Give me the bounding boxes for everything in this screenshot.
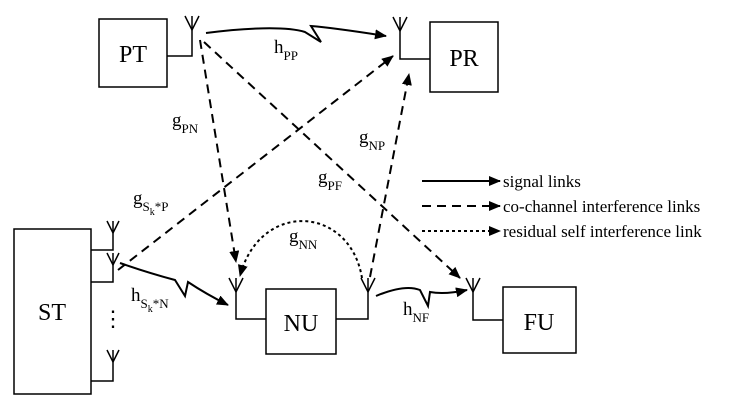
st-label: ST [38,300,66,326]
st-box [13,228,92,395]
fu-label: FU [524,310,555,336]
link-g-pf [203,41,461,279]
nu-rx-antenna-icon [228,277,266,320]
legend-self-interference: residual self interference link [422,222,702,241]
legend-signal-label: signal links [503,172,581,191]
legend-self-interference-label: residual self interference link [503,222,702,241]
link-h-nf [375,287,468,310]
fu-box [502,286,577,354]
pt-label: PT [119,42,147,68]
label-h-pp: hPP [274,37,298,63]
fu-node: FU [465,277,577,354]
pr-label: PR [449,46,478,72]
link-h-skn [119,262,229,306]
link-g-pn [199,39,240,263]
label-g-pn: gPN [172,110,199,136]
label-g-np: gNP [359,127,385,153]
st-antenna-ellipsis: ⋮ [102,306,124,331]
pt-node: PT [98,15,200,88]
nu-label: NU [284,311,319,337]
st-antenna-1-icon [91,220,120,251]
label-h-skn: hSk*N [131,285,169,315]
link-g-nn [237,220,363,279]
nu-node: NU [228,277,376,355]
pr-box [429,21,499,93]
legend-interference-label: co-channel interference links [503,197,700,216]
label-g-skp: gSk*P [133,188,168,218]
st-antenna-2-icon [91,252,120,283]
st-antenna-k-icon [91,349,120,382]
label-h-nf: hNF [403,299,429,325]
nu-box [265,288,337,355]
pr-node: PR [392,16,499,93]
nu-tx-antenna-icon [336,277,376,320]
legend: signal links co-channel interference lin… [422,172,702,241]
fu-antenna-icon [465,277,503,321]
link-h-pp [205,24,387,43]
link-g-np [369,73,412,278]
link-g-skp [117,55,394,271]
st-node: ST ⋮ [13,220,124,395]
pt-box [98,18,168,88]
pr-antenna-icon [392,16,430,60]
legend-interference: co-channel interference links [422,197,700,216]
label-g-pf: gPF [318,167,342,193]
pt-antenna-icon [167,15,200,57]
label-g-nn: gNN [289,226,318,252]
legend-signal: signal links [422,172,581,191]
